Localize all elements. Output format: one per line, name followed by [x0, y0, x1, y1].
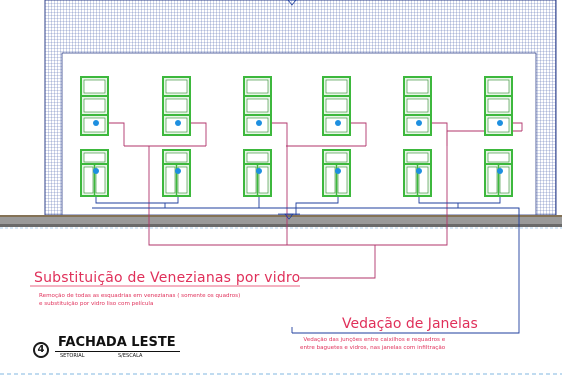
- marker-dot: [497, 168, 503, 174]
- window-5-lower: [403, 149, 432, 197]
- marker-dot: [335, 168, 341, 174]
- venezianas-note: Remoção de todas as esquadrias em venezi…: [39, 292, 240, 308]
- top-arrow: [287, 0, 297, 6]
- elevation-title: FACHADA LESTE: [58, 335, 176, 350]
- window-1-lower: [80, 149, 109, 197]
- marker-dot: [175, 168, 181, 174]
- elevation-subtitle-right: S/ESCALA: [118, 353, 143, 359]
- marker-dot: [256, 168, 262, 174]
- window-2-upper: [162, 76, 191, 136]
- window-3-upper: [243, 76, 272, 136]
- window-3-lower: [243, 149, 272, 197]
- vedacao-note-line-2: entre baguetes e vidros, nas janelas com…: [300, 345, 446, 351]
- elevation-subtitle-left: SETORIAL: [60, 353, 85, 359]
- elevation-number-badge: 4: [33, 342, 49, 358]
- marker-dot: [497, 120, 503, 126]
- marker-dot: [175, 120, 181, 126]
- window-4-upper: [322, 76, 351, 136]
- venezianas-note-line-2: e substituição por vidro liso com pelícu…: [39, 301, 154, 307]
- window-6-lower: [484, 149, 513, 197]
- marker-dot: [93, 168, 99, 174]
- marker-dot: [93, 120, 99, 126]
- building-facade: [44, 0, 557, 216]
- ground-line: [0, 215, 562, 229]
- window-6-upper: [484, 76, 513, 136]
- vedacao-title: Vedação de Janelas: [342, 316, 478, 332]
- marker-dot: [335, 120, 341, 126]
- vedacao-note: Vedação das junções entre caixilhos e re…: [300, 336, 445, 352]
- venezianas-note-line-1: Remoção de todas as esquadrias em venezi…: [39, 293, 241, 299]
- window-1-upper: [80, 76, 109, 136]
- venezianas-title: Substituição de Venezianas por vidro: [34, 270, 301, 286]
- vedacao-note-line-1: Vedação das junções entre caixilhos e re…: [303, 337, 446, 343]
- marker-dot: [256, 120, 262, 126]
- marker-dot: [416, 168, 422, 174]
- marker-dot: [416, 120, 422, 126]
- window-5-upper: [403, 76, 432, 136]
- level-marker: [278, 213, 300, 220]
- title-rule: [55, 351, 180, 352]
- window-4-lower: [322, 149, 351, 197]
- window-2-lower: [162, 149, 191, 197]
